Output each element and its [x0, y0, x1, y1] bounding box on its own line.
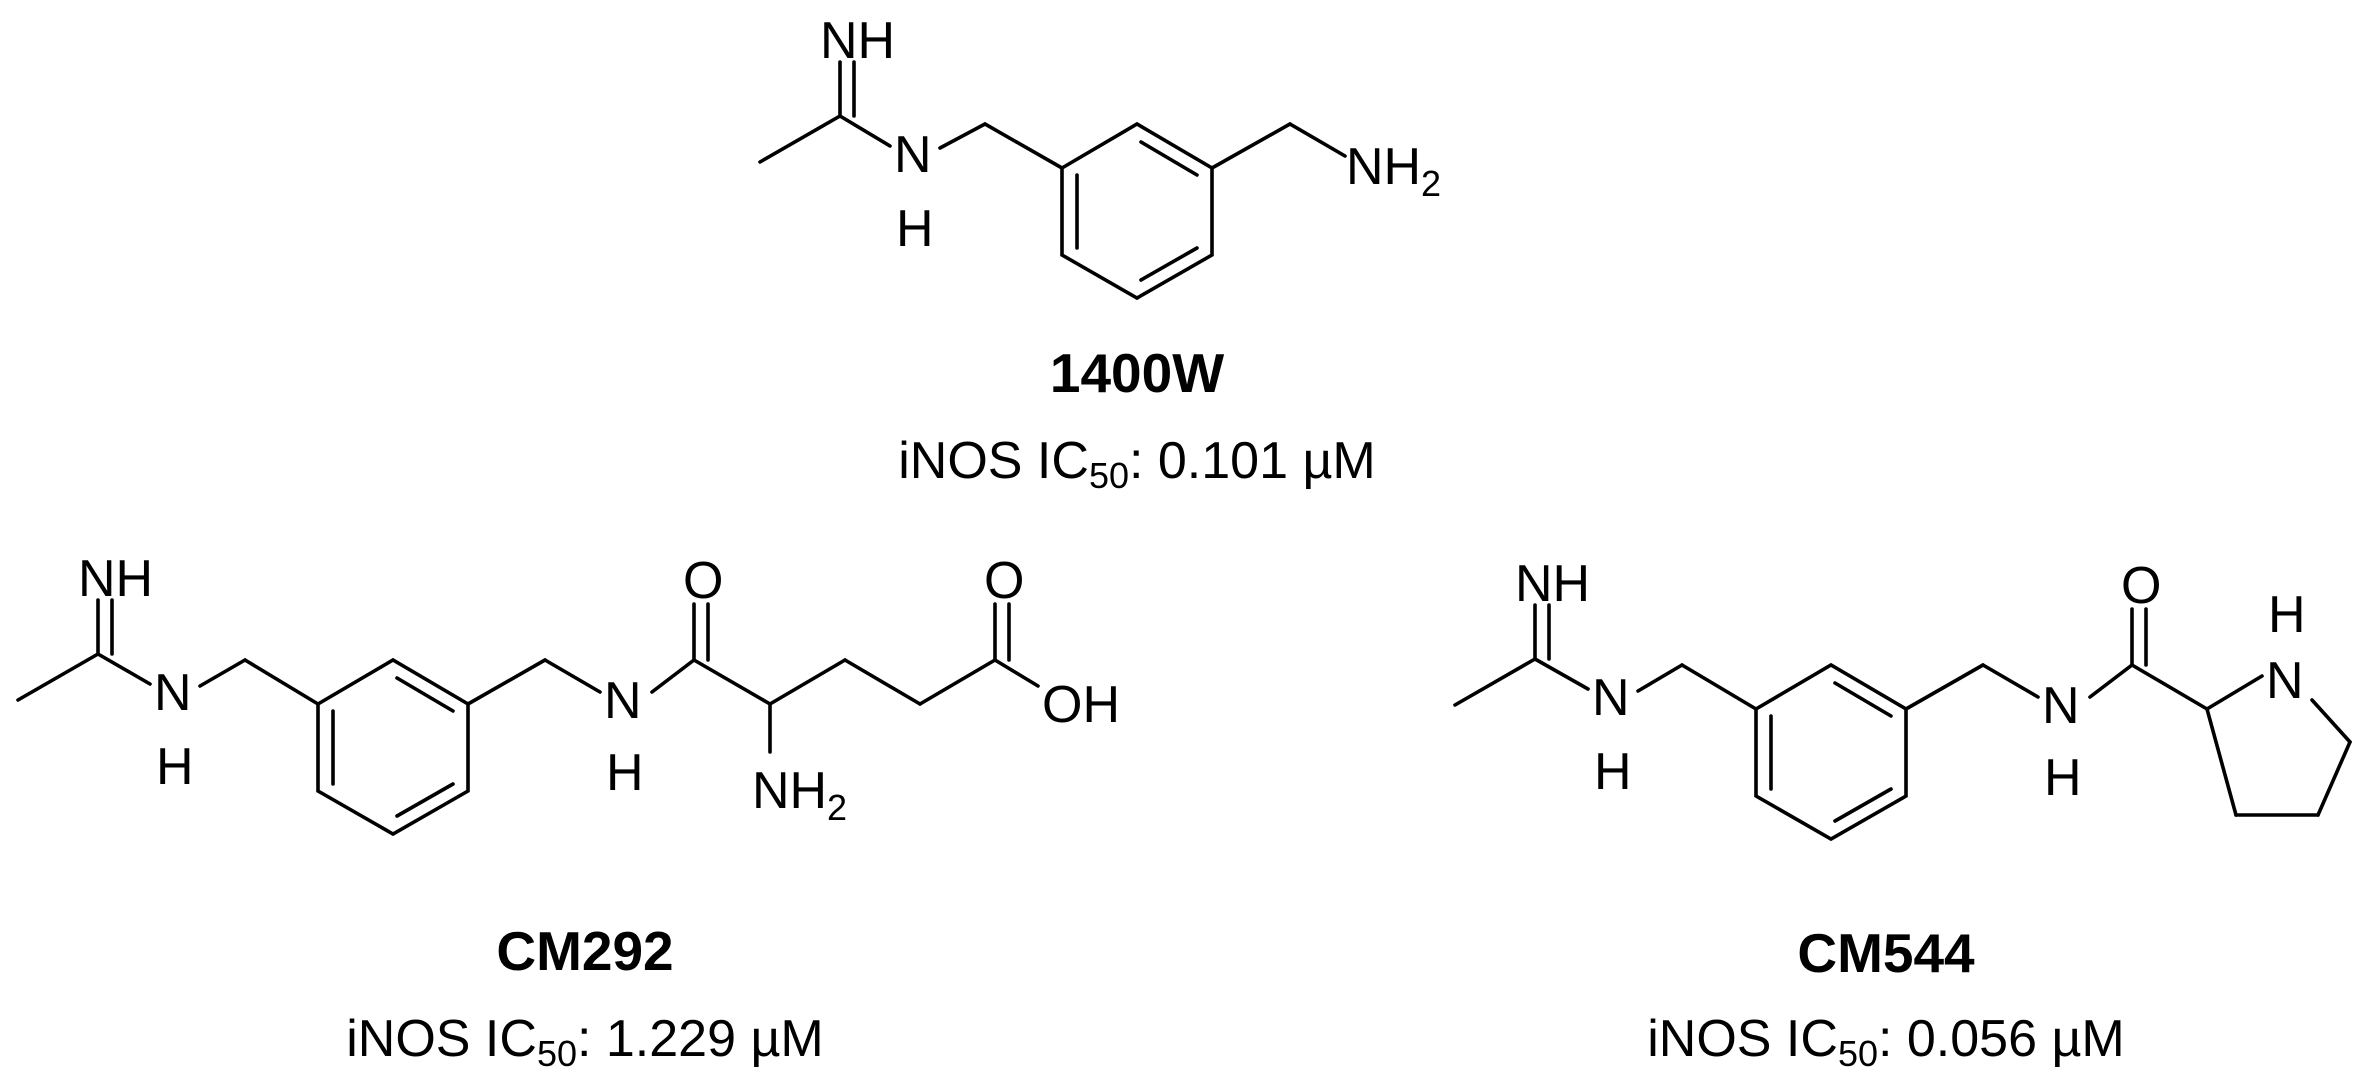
compound-1400w-ic50-value: : 0.101 µM [1129, 432, 1376, 490]
compound-cm544-imine-label: NH [1515, 555, 1590, 613]
compound-cm292-acid-oh-label: OH [1042, 676, 1120, 734]
compound-cm544-amide-n-label: N [2042, 677, 2080, 735]
compound-cm292-amine-n-label: N [154, 664, 192, 722]
compound-cm292: NH N H N H O O OH NH 2 CM292 iNOS IC50: … [16, 550, 1120, 1074]
compound-cm292-acid-o-label: O [984, 552, 1024, 610]
compound-cm544-skeleton [1453, 603, 2352, 842]
compound-cm544-ic50-prefix: iNOS IC [1647, 1010, 1838, 1068]
compound-cm544-name: CM544 [1797, 922, 1975, 984]
compound-cm544-amine-n-label: N [1592, 669, 1630, 727]
compound-cm544-amide-o-label: O [2121, 557, 2161, 615]
compound-cm292-alpha-subscript: 2 [827, 787, 847, 828]
compound-cm292-ic50-prefix: iNOS IC [346, 1010, 537, 1068]
compound-1400w-imine-label: NH [820, 12, 895, 70]
compound-cm292-imine-label: NH [78, 550, 153, 608]
compound-cm544-ic50-subscript: 50 [1838, 1033, 1878, 1074]
compound-1400w-ic50: iNOS IC50: 0.101 µM [898, 432, 1375, 496]
compound-cm544-amide-h-label: H [2044, 749, 2082, 807]
compound-cm292-amide-h-label: H [606, 744, 644, 802]
compound-1400w-skeleton [758, 60, 1347, 301]
compound-cm292-ic50-subscript: 50 [537, 1033, 577, 1074]
compound-1400w-amine-n-label: N [894, 126, 932, 184]
compound-cm292-ic50-value: : 1.229 µM [577, 1010, 824, 1068]
compound-cm292-alpha-nh-label: NH [752, 762, 827, 820]
compound-1400w: NH N H NH 2 1400W iNOS IC50: 0.101 µM [758, 12, 1441, 496]
compound-cm544-ic50-value: : 0.056 µM [1878, 1010, 2125, 1068]
compound-cm544-amine-h-label: H [1594, 743, 1632, 801]
compound-cm544-ic50: iNOS IC50: 0.056 µM [1647, 1010, 2124, 1074]
compound-1400w-ic50-subscript: 50 [1089, 455, 1129, 496]
compound-1400w-amine-h-label: H [896, 200, 934, 258]
compound-cm292-amine-h-label: H [156, 738, 194, 796]
compound-cm544-ring-h-label: H [2268, 586, 2306, 644]
compound-cm292-ic50: iNOS IC50: 1.229 µM [346, 1010, 823, 1074]
compound-cm292-amide-n-label: N [604, 672, 642, 730]
compound-1400w-terminal-nh-label: NH [1346, 138, 1421, 196]
compound-1400w-terminal-subscript: 2 [1421, 163, 1441, 204]
compound-1400w-ic50-prefix: iNOS IC [898, 432, 1089, 490]
compound-cm544: NH N H N H O N H CM544 iNOS IC50: 0.056 … [1453, 555, 2352, 1074]
compound-1400w-name: 1400W [1050, 342, 1224, 404]
compound-cm292-amide-o-label: O [683, 552, 723, 610]
compound-cm544-ring-n-label: N [2266, 652, 2304, 710]
compound-cm292-skeleton [16, 598, 1040, 837]
compound-cm292-name: CM292 [496, 920, 673, 982]
